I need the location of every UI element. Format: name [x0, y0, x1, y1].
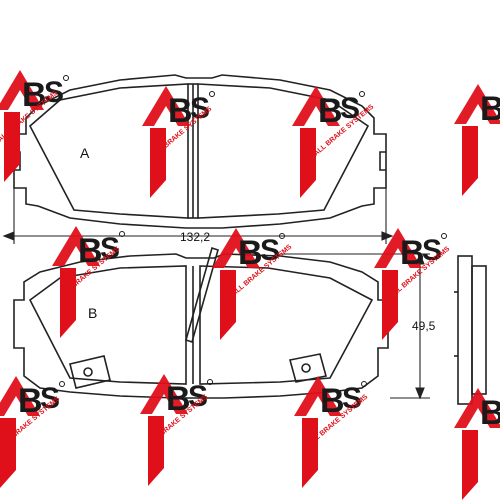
watermark-logo: ALL BRAKE SYSTEMS — [141, 85, 215, 199]
watermark-logo: ALL BRAKE SYSTEMS — [51, 225, 125, 339]
height-dimension-line — [280, 252, 430, 400]
watermark-logo: ALL BRAKE SYSTEMS — [0, 69, 69, 183]
watermark-logo — [453, 83, 500, 197]
watermark-logo: ALL BRAKE SYSTEMS — [211, 227, 294, 341]
watermark-logo: ALL BRAKE SYSTEMS — [0, 375, 65, 489]
watermark-logo: ALL BRAKE SYSTEMS — [291, 85, 376, 199]
width-dimension-value: 132,2 — [180, 230, 210, 244]
pad-a-label: A — [80, 145, 90, 161]
pad-b-label: B — [88, 305, 97, 321]
height-dimension-value: 49,5 — [412, 319, 436, 333]
watermark-logo: ALL BRAKE SYSTEMS — [293, 375, 370, 489]
pad-side-profile — [454, 255, 487, 405]
width-dimension-line — [2, 188, 394, 244]
watermark-logo: ALL BRAKE SYSTEMS — [139, 373, 213, 487]
